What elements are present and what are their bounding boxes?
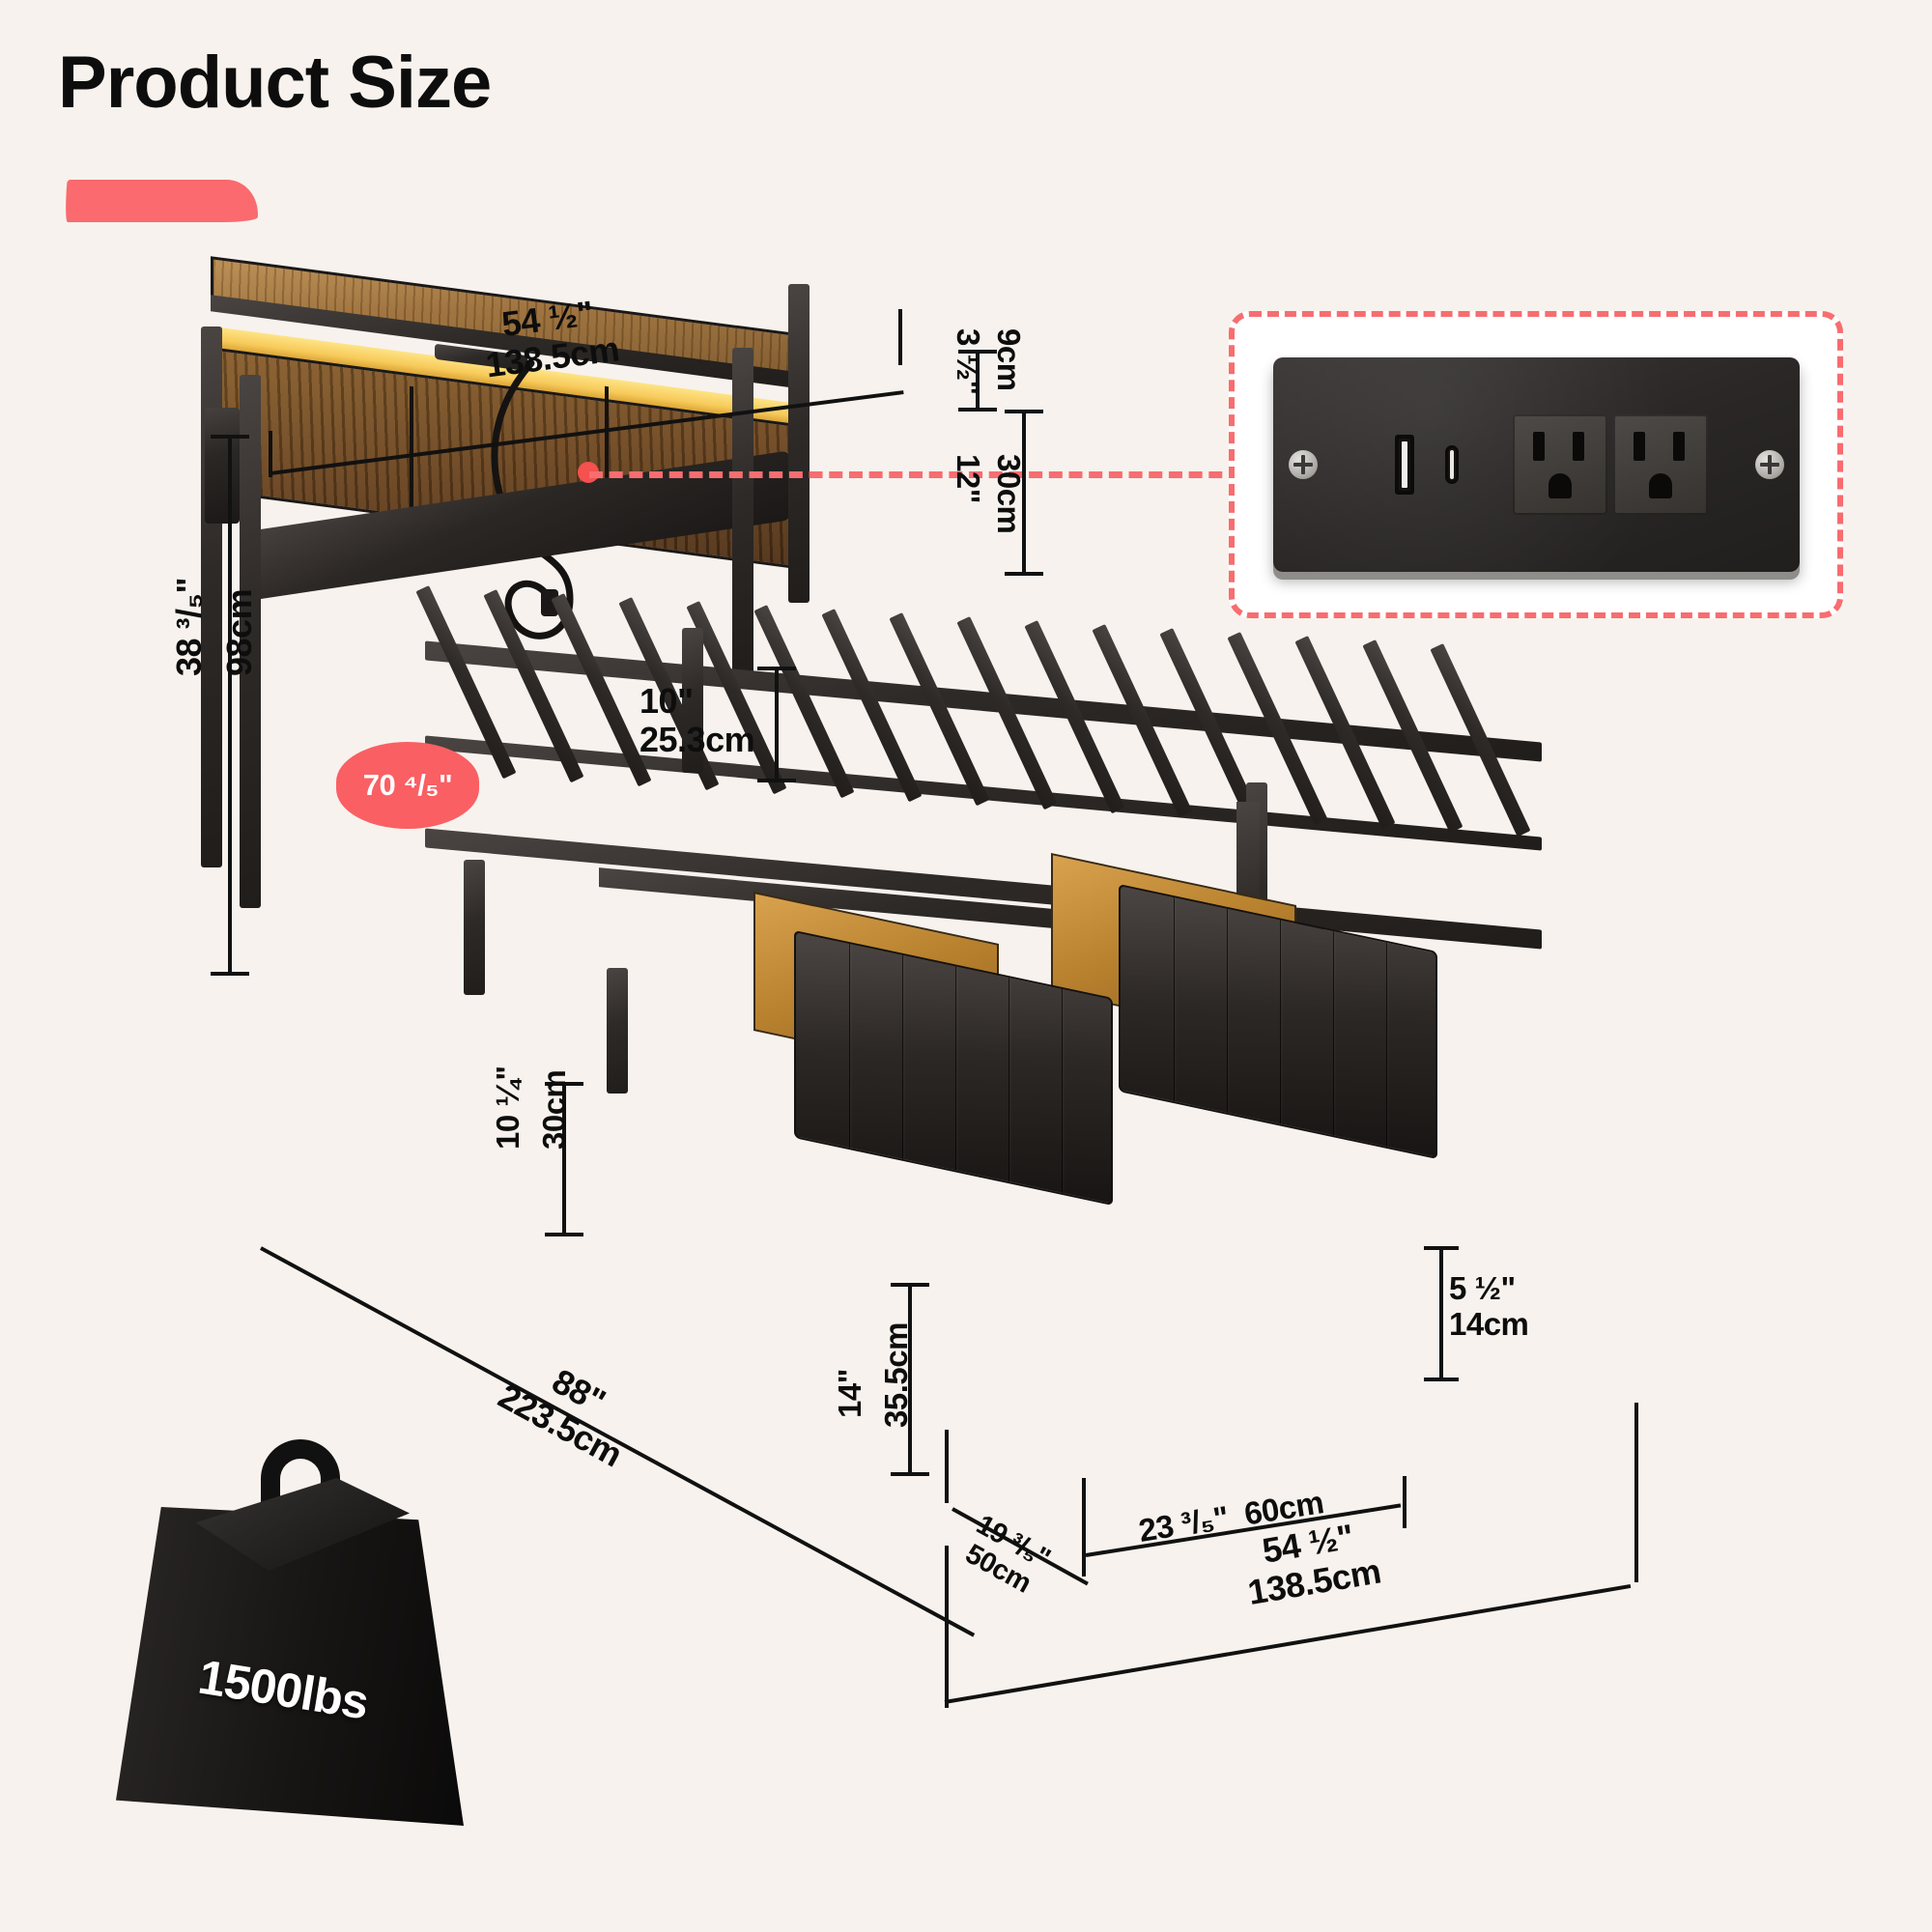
headboard-post-left-front [240,375,261,908]
dim-tick-shelf-clear-top [757,667,796,670]
mattress-deck [415,578,1542,993]
dim-tick-cubby-top [1005,410,1043,413]
usb-c-port-icon [1444,445,1459,484]
frame-leg-near-head [464,860,485,995]
deck-rail-far [425,828,1542,950]
usb-a-port-icon [1394,435,1414,495]
dim-line-headboard-height [228,435,232,976]
dim-tick-drawer-h-bottom [1424,1378,1459,1381]
dim-label-under-clearance: 10 ¼" [490,1065,526,1150]
dim-line-drawer-height [1439,1246,1443,1381]
page-title: Product Size [58,42,492,124]
dim-tick-drawer-depth-b [1082,1478,1086,1551]
dim-label-shelf-thickness-metric: 9cm [991,328,1027,391]
bed-frame-illustration [145,242,1542,1526]
dim-ext-bed-width-left [945,1546,949,1708]
dim-tick-headboard-bottom [211,972,249,976]
dim-tick-under-top [545,1082,583,1086]
dim-label-cubby-height: 12" [951,454,986,503]
accent-leaf-shape [64,180,261,222]
dim-label-deck-height: 14" [832,1369,867,1418]
dim-line-shelf-thickness [976,350,980,410]
callout-leader-line [589,471,1242,478]
dim-line-shelf-clearance [775,667,779,782]
weight-capacity-block: 1500lbs [116,1420,464,1826]
dim-tick-shelf-top [958,350,997,354]
dim-line-under-clearance [562,1082,566,1236]
cable-length-badge: 70 ⁴/₅" [336,742,479,829]
charging-station-inset [1229,311,1843,618]
outlet-panel [1272,357,1800,572]
dim-line-cubby-height [1022,410,1026,576]
dim-tick-drawer-w-a [1082,1528,1086,1577]
dim-tick-drawer-depth-a [945,1430,949,1503]
dim-tick-under-bottom [545,1233,583,1236]
mounting-screw-left-icon [1288,450,1318,479]
dim-tick-drawer-w-b [1403,1476,1406,1528]
dim-label-headboard-height-metric: 98cm [219,588,259,676]
ac-outlet-right-icon [1612,414,1708,515]
ac-outlet-left-icon [1512,414,1607,515]
frame-leg-mid [682,628,703,773]
dim-label-deck-height-metric: 35.5cm [878,1322,914,1428]
dim-tick-shelf-clear-bottom [757,779,796,782]
dim-ext-top-right [898,309,902,365]
dim-label-shelf-thickness: 3 ½" [951,328,986,395]
dim-label-cubby-height-metric: 30cm [991,454,1027,534]
dim-tick-drawer-h-top [1424,1246,1459,1250]
mounting-screw-right-icon [1754,450,1784,479]
headboard-post-right-front [732,348,753,676]
dim-ext-bed-width-right [1634,1403,1638,1582]
frame-leg-foot-near [607,968,628,1094]
dim-ext-top-left [269,431,272,477]
dim-label-shelf-clearance: 10" 25.3cm [639,681,755,760]
dim-label-headboard-height: 38 ³/₅" [169,577,209,676]
dim-tick-shelf-bottom [958,408,997,412]
dim-tick-deck-bottom [891,1472,929,1476]
dim-tick-deck-top [891,1283,929,1287]
dim-line-deck-height [908,1283,912,1476]
dim-label-drawer-height: 5 ½" 14cm [1449,1270,1529,1342]
dim-label-under-clearance-metric: 30cm [536,1069,572,1150]
dim-tick-headboard-top [211,435,249,439]
side-storage-pocket [205,408,240,524]
headboard-post-right-rear [788,284,810,603]
dim-tick-cubby-bottom [1005,572,1043,576]
